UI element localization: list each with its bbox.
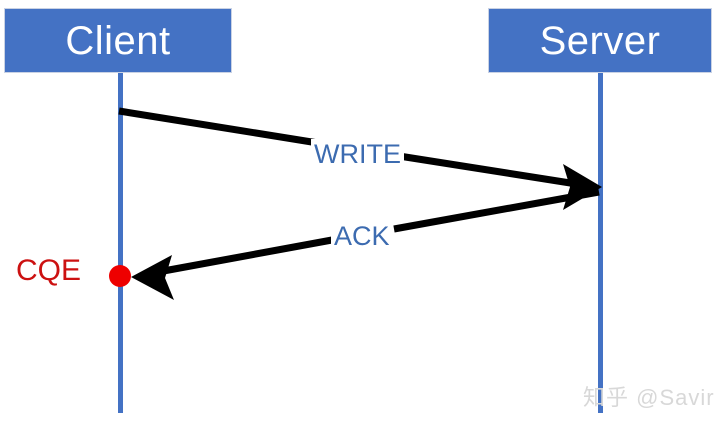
cqe-label: CQE xyxy=(16,254,82,287)
message-label-ack: ACK xyxy=(331,221,393,252)
message-line-ack-right xyxy=(393,188,600,233)
participant-box-server: Server xyxy=(488,8,712,73)
participant-label-server: Server xyxy=(539,18,661,63)
participant-box-client: Client xyxy=(4,8,232,73)
message-line-write-left xyxy=(118,107,319,147)
arrowhead-ack xyxy=(131,255,174,300)
watermark: 知乎 @Savir xyxy=(583,385,715,410)
message-label-write: WRITE xyxy=(311,139,404,170)
arrowhead-write xyxy=(563,164,602,210)
message-line-write-right xyxy=(398,152,584,189)
participant-label-client: Client xyxy=(65,18,171,63)
message-line-ack-left xyxy=(157,236,333,276)
cqe-dot-icon xyxy=(109,265,131,287)
